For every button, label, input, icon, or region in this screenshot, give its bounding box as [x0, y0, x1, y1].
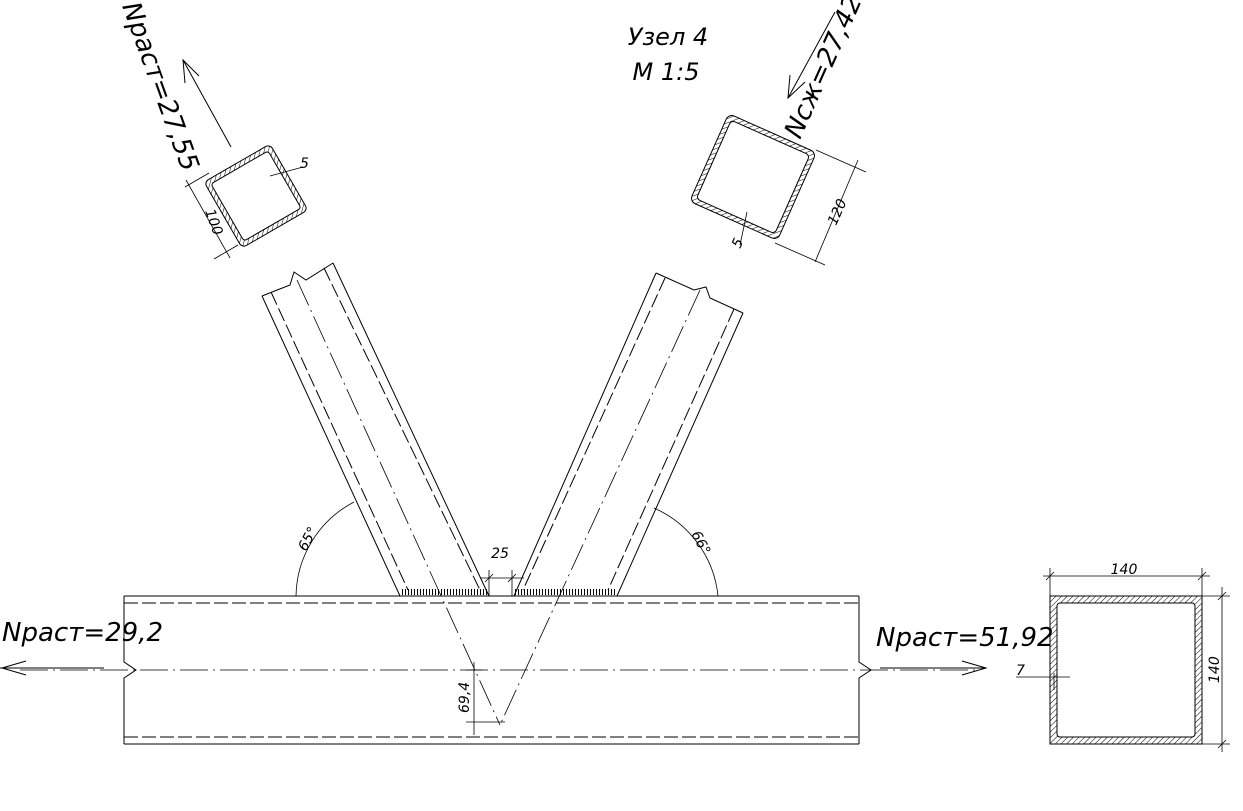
right-section-wall: 5 [729, 236, 747, 251]
right-section-size: 120 [825, 197, 851, 228]
chord-right-force: Nраст=51,92 [876, 623, 1054, 653]
right-section [691, 115, 867, 266]
right-diagonal-member [499, 272, 744, 726]
gap-dimension [480, 570, 524, 596]
left-section [184, 145, 307, 260]
angle-arc-right [653, 507, 719, 597]
angle-arc-left [295, 501, 355, 597]
left-diagonal-member [261, 262, 501, 726]
right-diagonal-force: Nсж=27,42 [779, 0, 869, 143]
angle-right: 66° [687, 528, 713, 557]
chord-section-width: 140 [1111, 562, 1138, 578]
eccentricity-dimension [466, 662, 505, 735]
scale-label: М 1:5 [633, 58, 700, 86]
left-diagonal-arrow [182, 58, 232, 148]
chord-section [1016, 568, 1230, 752]
gap-value: 25 [491, 546, 509, 562]
chord-member [20, 595, 980, 745]
right-diagonal-arrow [787, 11, 836, 100]
chord-section-height: 140 [1207, 656, 1223, 683]
chord-right-arrow [880, 660, 988, 676]
left-section-wall: 5 [300, 156, 309, 172]
eccentricity-value: 69,4 [457, 682, 473, 713]
left-diagonal-force: Nраст=27,55 [115, 0, 204, 175]
chord-section-wall: 7 [1016, 663, 1025, 679]
node-title: Узел 4 [628, 23, 708, 51]
chord-left-arrow [0, 660, 104, 676]
angle-left: 65° [295, 524, 321, 553]
chord-left-force: Nраст=29,2 [2, 618, 163, 648]
